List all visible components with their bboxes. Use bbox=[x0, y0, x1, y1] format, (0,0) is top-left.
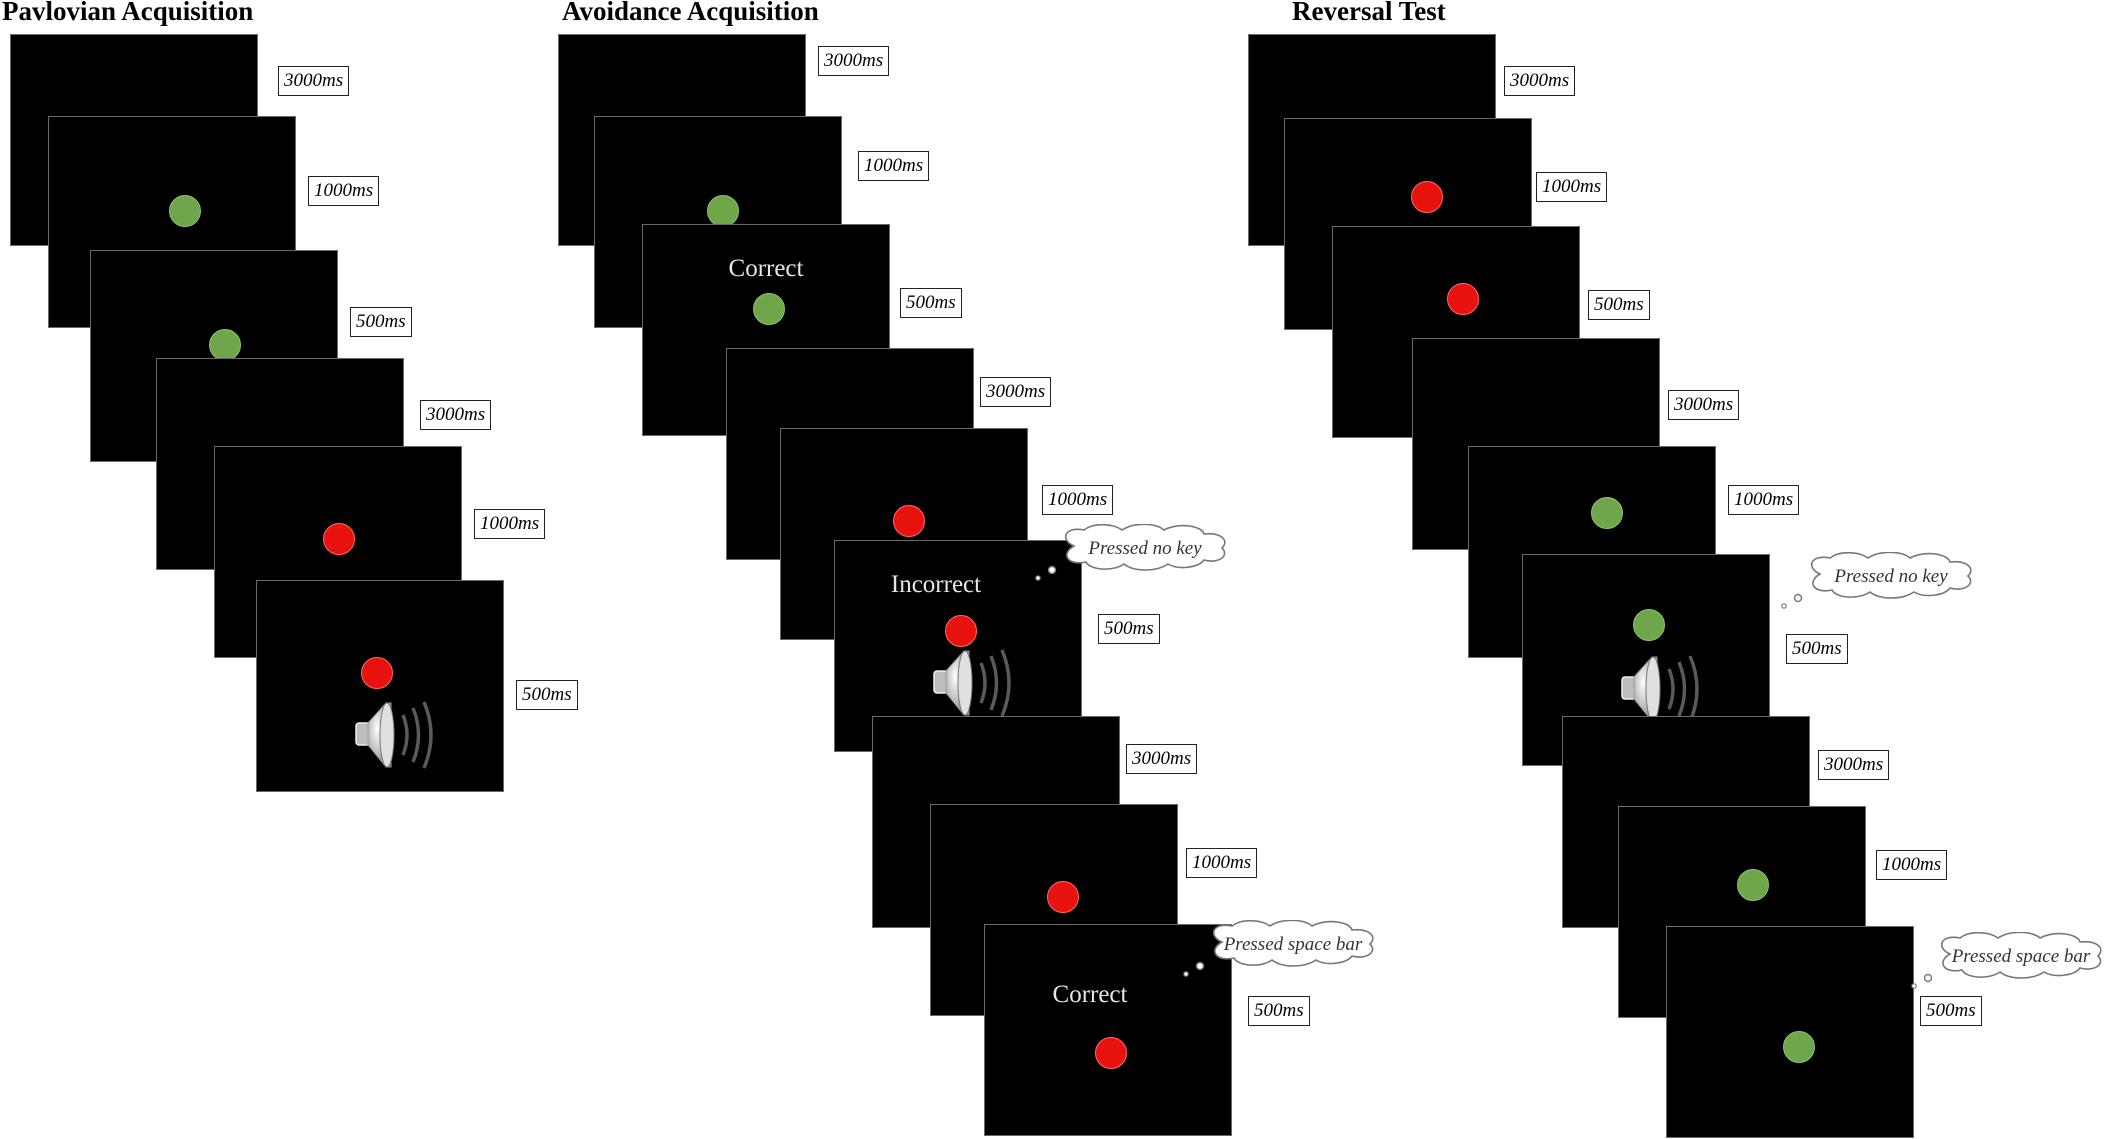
red-stimulus bbox=[1447, 283, 1479, 315]
thought-bubble-icon: Pressed no key bbox=[1030, 524, 1240, 584]
duration-label: 1000ms bbox=[1876, 850, 1948, 880]
red-stimulus bbox=[361, 657, 393, 689]
feedback-correct: Correct bbox=[1052, 981, 1128, 1008]
response-text: Pressed no key bbox=[1834, 566, 1948, 587]
speaker-icon bbox=[931, 647, 1023, 719]
red-stimulus bbox=[323, 523, 355, 555]
speaker-icon bbox=[1619, 653, 1711, 725]
duration-label: 3000ms bbox=[420, 400, 492, 430]
duration-label: 3000ms bbox=[1818, 750, 1890, 780]
feedback-incorrect: Incorrect bbox=[890, 571, 982, 598]
thought-bubble-icon: Pressed space bar bbox=[1906, 932, 2116, 992]
duration-label: 3000ms bbox=[980, 377, 1052, 407]
duration-label: 500ms bbox=[1588, 290, 1650, 320]
duration-label: 500ms bbox=[1098, 614, 1160, 644]
duration-label: 1000ms bbox=[1042, 485, 1114, 515]
duration-label: 500ms bbox=[350, 307, 412, 337]
red-stimulus bbox=[1411, 181, 1443, 213]
duration-label: 3000ms bbox=[1668, 390, 1740, 420]
response-text: Pressed space bar bbox=[1223, 934, 1363, 955]
red-stimulus bbox=[1047, 881, 1079, 913]
duration-label: 500ms bbox=[900, 288, 962, 318]
trial-screen-red-correct: Correct bbox=[984, 924, 1232, 1136]
green-stimulus bbox=[707, 195, 739, 227]
duration-label: 500ms bbox=[516, 680, 578, 710]
duration-label: 3000ms bbox=[1126, 744, 1198, 774]
panel-title-reversal: Reversal Test bbox=[1292, 0, 1446, 26]
green-stimulus bbox=[1591, 497, 1623, 529]
thought-bubble-icon: Pressed space bar bbox=[1178, 920, 1388, 980]
duration-label: 1000ms bbox=[1186, 848, 1258, 878]
panel-title-pavlovian: Pavlovian Acquisition bbox=[2, 0, 254, 26]
speaker-icon bbox=[353, 699, 445, 771]
green-stimulus bbox=[209, 329, 241, 361]
green-stimulus bbox=[753, 293, 785, 325]
duration-label: 1000ms bbox=[1536, 172, 1608, 202]
duration-label: 1000ms bbox=[474, 509, 546, 539]
green-stimulus bbox=[169, 195, 201, 227]
green-stimulus bbox=[1783, 1031, 1815, 1063]
feedback-correct: Correct bbox=[728, 255, 804, 282]
thought-bubble-icon: Pressed no key bbox=[1776, 552, 1986, 612]
duration-label: 1000ms bbox=[858, 151, 930, 181]
response-text: Pressed space bar bbox=[1951, 946, 2091, 967]
green-stimulus bbox=[1737, 869, 1769, 901]
duration-label: 3000ms bbox=[278, 66, 350, 96]
duration-label: 500ms bbox=[1248, 996, 1310, 1026]
panel-title-avoidance: Avoidance Acquisition bbox=[562, 0, 819, 26]
duration-label: 3000ms bbox=[1504, 66, 1576, 96]
duration-label: 3000ms bbox=[818, 46, 890, 76]
duration-label: 500ms bbox=[1786, 634, 1848, 664]
green-stimulus bbox=[1633, 609, 1665, 641]
trial-screen-green-outcome bbox=[1666, 926, 1914, 1138]
duration-label: 500ms bbox=[1920, 996, 1982, 1026]
red-stimulus bbox=[945, 615, 977, 647]
duration-label: 1000ms bbox=[308, 176, 380, 206]
duration-label: 1000ms bbox=[1728, 485, 1800, 515]
red-stimulus bbox=[1095, 1037, 1127, 1069]
response-text: Pressed no key bbox=[1088, 538, 1202, 559]
trial-screen-red-outcome bbox=[256, 580, 504, 792]
red-stimulus bbox=[893, 505, 925, 537]
